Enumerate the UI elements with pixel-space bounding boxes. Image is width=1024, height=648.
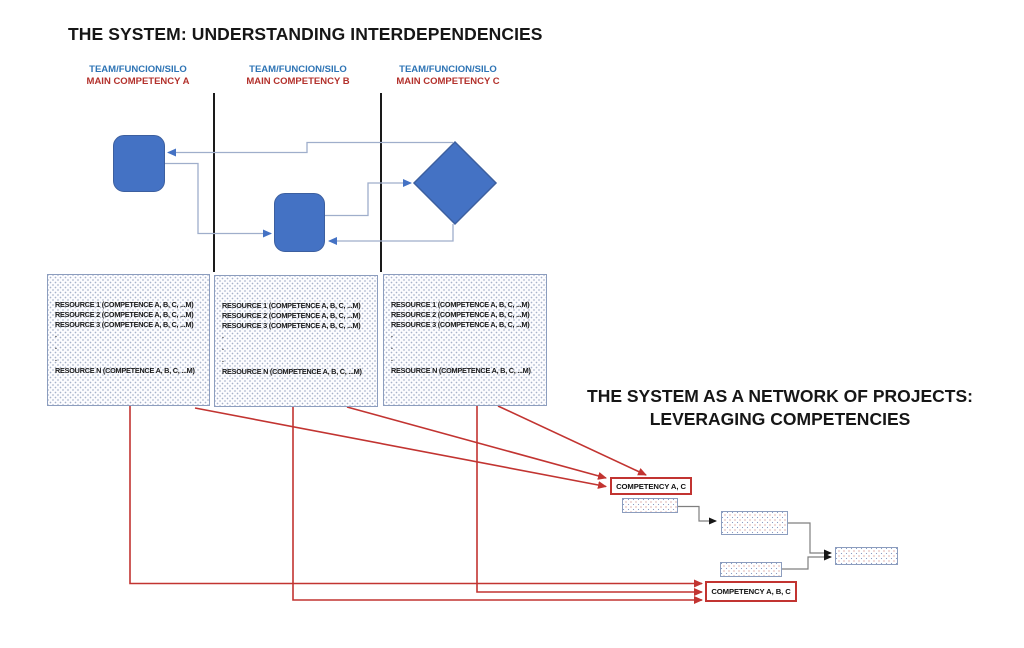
- ellipsis-dot: .: [55, 356, 57, 363]
- column-header-c: TEAM/FUNCION/SILO MAIN COMPETENCY C: [363, 64, 533, 87]
- resource-line: RESOURCE N (COMPETENCE A, B, C, ...M): [391, 366, 531, 375]
- resource-line: RESOURCE 2 (COMPETENCE A, B, C, ...M): [222, 311, 361, 320]
- resource-panel-c: RESOURCE 1 (COMPETENCE A, B, C, ...M) RE…: [383, 274, 547, 406]
- team-label-b: TEAM/FUNCION/SILO: [249, 64, 347, 75]
- resource-list: RESOURCE 1 (COMPETENCE A, B, C, ...M) RE…: [391, 300, 531, 376]
- connector-box-a-to-box-b: [165, 162, 272, 238]
- ellipsis-dot: .: [55, 332, 57, 339]
- resource-line: RESOURCE 2 (COMPETENCE A, B, C, ...M): [55, 310, 194, 319]
- resource-line: RESOURCE N (COMPETENCE A, B, C, ...M): [55, 366, 195, 375]
- resource-line: RESOURCE 3 (COMPETENCE A, B, C, ...M): [391, 320, 530, 329]
- resource-panel-b: RESOURCE 1 (COMPETENCE A, B, C, ...M) RE…: [214, 275, 378, 407]
- resource-list: RESOURCE 1 (COMPETENCE A, B, C, ...M) RE…: [222, 301, 362, 377]
- red-link-resources2-to-ac: [346, 406, 607, 480]
- ellipsis-dot: .: [222, 357, 224, 364]
- red-link-resources1-to-ac: [194, 407, 607, 489]
- ellipsis-dot: .: [222, 333, 224, 340]
- project-task-box-1: [622, 498, 678, 513]
- column-header-a: TEAM/FUNCION/SILO MAIN COMPETENCY A: [53, 64, 223, 87]
- connector-diamond-to-box-a: [167, 141, 453, 157]
- right-title-line1: THE SYSTEM AS A NETWORK OF PROJECTS:: [587, 386, 973, 406]
- ellipsis-dot: .: [391, 356, 393, 363]
- project-task-box-4: [720, 562, 782, 577]
- competency-label-b: MAIN COMPETENCY B: [246, 75, 350, 87]
- resource-line: RESOURCE 1 (COMPETENCE A, B, C, ...M): [222, 301, 361, 310]
- resource-line: RESOURCE 2 (COMPETENCE A, B, C, ...M): [391, 310, 530, 319]
- net-connector-task1-to-task2: [678, 505, 717, 525]
- connector-diamond-to-box-b: [328, 224, 454, 245]
- team-label-a: TEAM/FUNCION/SILO: [89, 64, 187, 75]
- competency-label-c: MAIN COMPETENCY C: [396, 75, 500, 87]
- right-title-line2: LEVERAGING COMPETENCIES: [649, 408, 911, 429]
- ellipsis-dot: .: [391, 332, 393, 339]
- project-task-box-3: [835, 547, 898, 565]
- net-connector-task3-to-task4: [782, 553, 832, 570]
- connector-box-b-to-diamond: [325, 179, 412, 217]
- competency-ac-box: COMPETENCY A, C: [610, 477, 692, 495]
- resource-list: RESOURCE 1 (COMPETENCE A, B, C, ...M) RE…: [55, 300, 195, 376]
- right-diagram-title: THE SYSTEM AS A NETWORK OF PROJECTS: LEV…: [578, 385, 982, 430]
- left-diagram-title: THE SYSTEM: UNDERSTANDING INTERDEPENDENC…: [68, 24, 543, 44]
- competency-label-a: MAIN COMPETENCY A: [86, 75, 190, 87]
- ellipsis-dot: .: [391, 344, 393, 351]
- project-task-box-2: [721, 511, 788, 535]
- resource-line: RESOURCE N (COMPETENCE A, B, C, ...M): [222, 367, 362, 376]
- resource-line: RESOURCE 1 (COMPETENCE A, B, C, ...M): [55, 300, 194, 309]
- resource-line: RESOURCE 3 (COMPETENCE A, B, C, ...M): [55, 320, 194, 329]
- team-label-c: TEAM/FUNCION/SILO: [399, 64, 497, 75]
- resource-line: RESOURCE 3 (COMPETENCE A, B, C, ...M): [222, 321, 361, 330]
- ellipsis-dot: .: [222, 345, 224, 352]
- resource-line: RESOURCE 1 (COMPETENCE A, B, C, ...M): [391, 300, 530, 309]
- ellipsis-dot: .: [55, 344, 57, 351]
- competency-abc-box: COMPETENCY A, B, C: [705, 581, 797, 602]
- net-connector-task2-to-task4: [788, 522, 832, 557]
- diamond-shape: [412, 140, 498, 226]
- process-box-b: [274, 193, 325, 252]
- process-box-a: [113, 135, 165, 192]
- resource-panel-a: RESOURCE 1 (COMPETENCE A, B, C, ...M) RE…: [47, 274, 210, 406]
- column-header-b: TEAM/FUNCION/SILO MAIN COMPETENCY B: [213, 64, 383, 87]
